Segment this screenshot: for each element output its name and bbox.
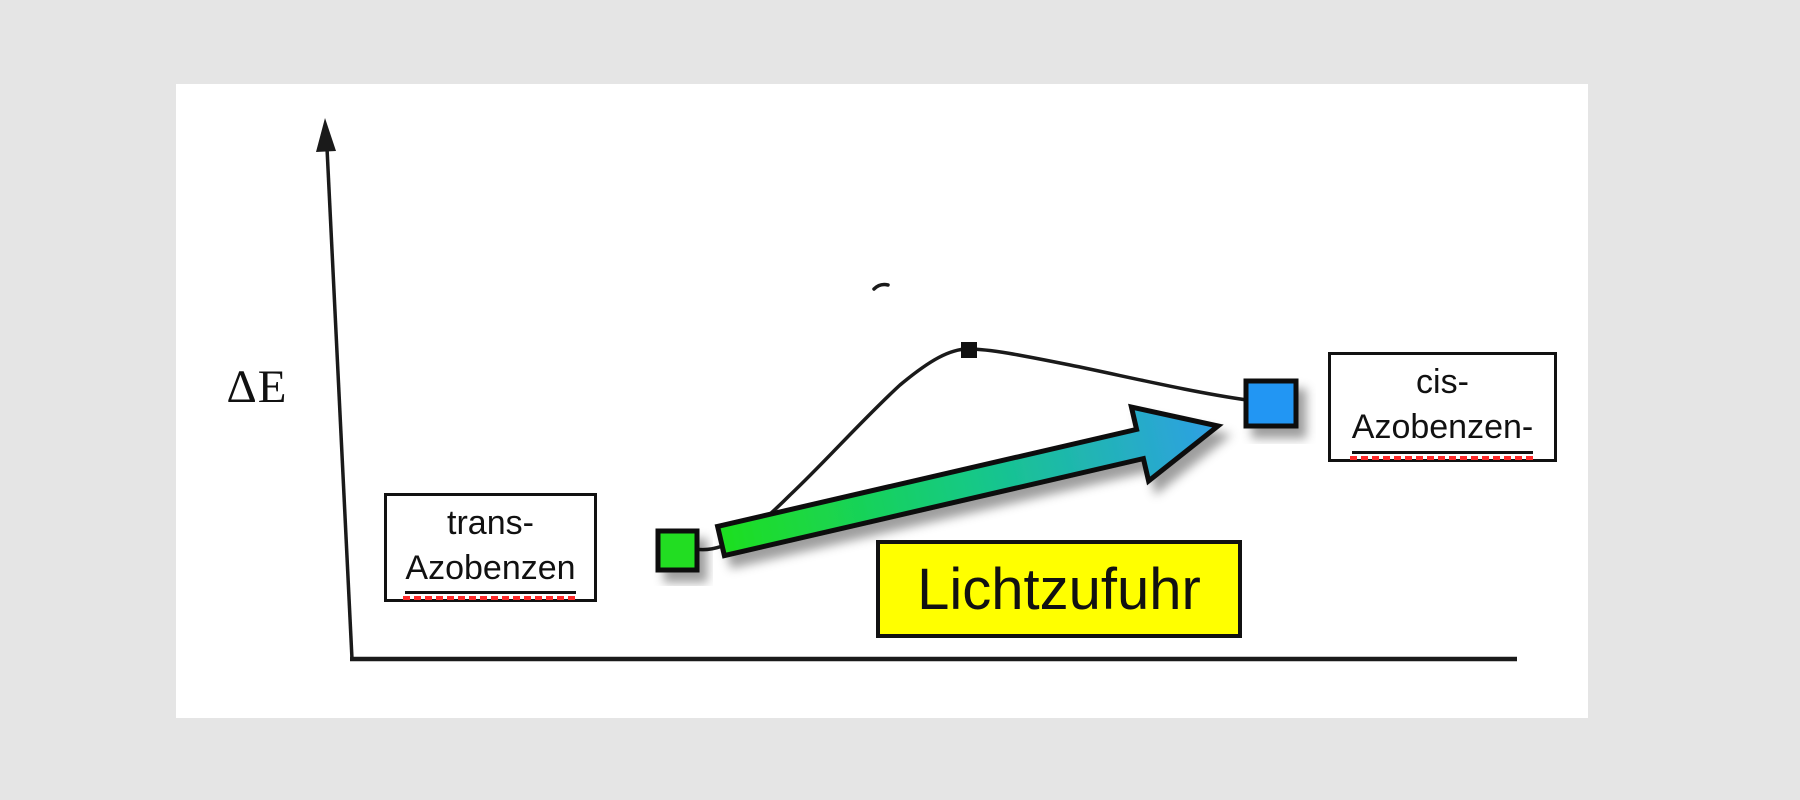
cis-label-line1: cis- bbox=[1416, 363, 1469, 402]
cis-energy-marker bbox=[1243, 378, 1299, 429]
trans-label-line1: trans- bbox=[447, 503, 534, 542]
transition-state-marker bbox=[961, 342, 977, 358]
y-axis-arrowhead-icon bbox=[316, 118, 336, 152]
stray-mark bbox=[872, 282, 890, 291]
trans-label-line2-wrap: Azobenzen bbox=[403, 546, 578, 601]
cis-label-box: cis- Azobenzen- bbox=[1328, 352, 1557, 462]
trans-energy-marker bbox=[655, 528, 700, 573]
cis-label-line2: Azobenzen- bbox=[1349, 405, 1536, 460]
trans-label-line2: Azobenzen bbox=[403, 546, 578, 601]
cis-label-line2-wrap: Azobenzen- bbox=[1349, 405, 1536, 460]
lichtzufuhr-caption: Lichtzufuhr bbox=[876, 540, 1242, 638]
light-input-arrow bbox=[714, 403, 1224, 559]
trans-label-box: trans- Azobenzen bbox=[384, 493, 597, 602]
y-axis-line bbox=[325, 147, 354, 660]
energy-curve bbox=[693, 347, 1249, 552]
y-axis-label: ΔE bbox=[226, 361, 288, 413]
